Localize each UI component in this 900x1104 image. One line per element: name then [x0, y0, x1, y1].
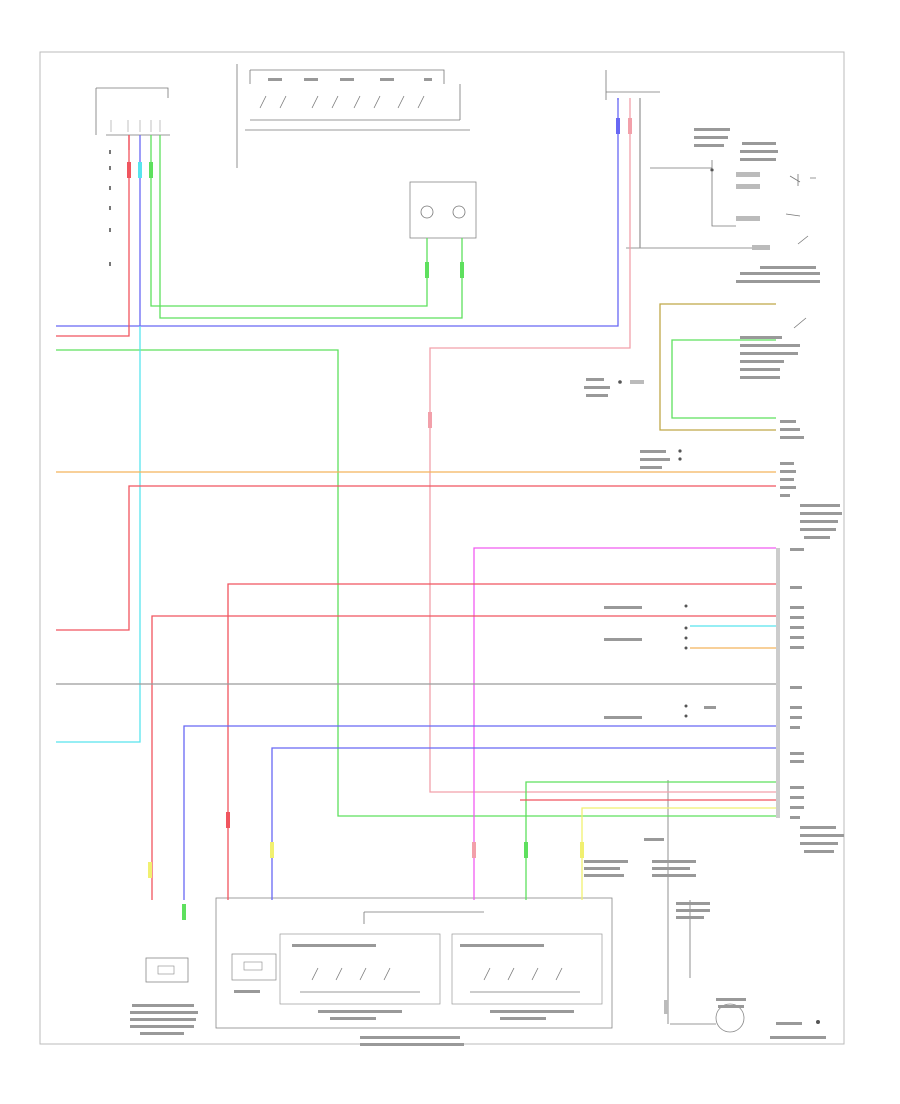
main-body-ecu — [640, 420, 842, 539]
right-brake-actuator — [711, 142, 816, 227]
wire-green-a — [150, 135, 428, 307]
wire-magenta — [473, 547, 776, 900]
wire-olive — [659, 303, 776, 431]
lower-right-labels — [584, 838, 710, 919]
wire-connector-mark — [149, 162, 153, 178]
epb-switch-assembly — [236, 64, 470, 168]
wire-connector-mark — [127, 162, 131, 178]
wire-yellow — [581, 807, 776, 900]
combination-meter-pin-marks — [110, 120, 161, 132]
ecu-box-dots — [684, 604, 688, 718]
wire-connector-mark — [616, 118, 620, 134]
left-rear-actuator — [664, 780, 826, 1039]
wire-connector-mark — [428, 412, 432, 428]
ecu-connector-column — [776, 548, 780, 818]
wire-blue-top — [56, 98, 619, 327]
wire-red-top — [56, 135, 130, 337]
bus-buffer-ecu — [605, 70, 660, 100]
engine-switch — [626, 235, 820, 283]
wire-connector-mark — [425, 262, 429, 278]
wire-connector-mark — [472, 842, 476, 858]
ecm — [584, 317, 807, 397]
wire-green-e — [671, 339, 776, 419]
combination-meter — [95, 87, 170, 136]
wire-connector-mark — [270, 842, 274, 858]
wire-connector-mark — [138, 162, 142, 178]
wire-green-c — [56, 349, 776, 817]
wire-connector-mark — [580, 842, 584, 858]
wire-pink-top — [429, 98, 776, 793]
wire-green-d — [525, 781, 776, 900]
wire-blue-b — [183, 725, 776, 900]
wire-red-mid — [56, 485, 776, 631]
wire-connector-mark — [182, 904, 186, 920]
left-brake-actuator — [130, 957, 198, 1035]
wire-harness — [56, 98, 776, 920]
wire-connector-mark — [524, 842, 528, 858]
switch-contacts — [259, 95, 425, 109]
wire-cyan — [56, 326, 141, 743]
wire-red-b — [227, 583, 776, 900]
wire-connector-mark — [460, 262, 464, 278]
epb-control-switch — [215, 897, 613, 1046]
wire-connector-mark — [628, 118, 632, 134]
wire-red-c — [151, 615, 776, 900]
wire-blue-c — [271, 747, 776, 900]
ecu-box-pins — [604, 548, 844, 853]
meter-ground-leader — [109, 150, 111, 266]
wire-connector-mark — [226, 812, 230, 828]
parking-brake-switch — [409, 181, 477, 239]
switch-contact-labels — [268, 78, 432, 81]
brake-fluid-sensor — [650, 128, 730, 172]
wire-connector-mark — [148, 862, 152, 878]
